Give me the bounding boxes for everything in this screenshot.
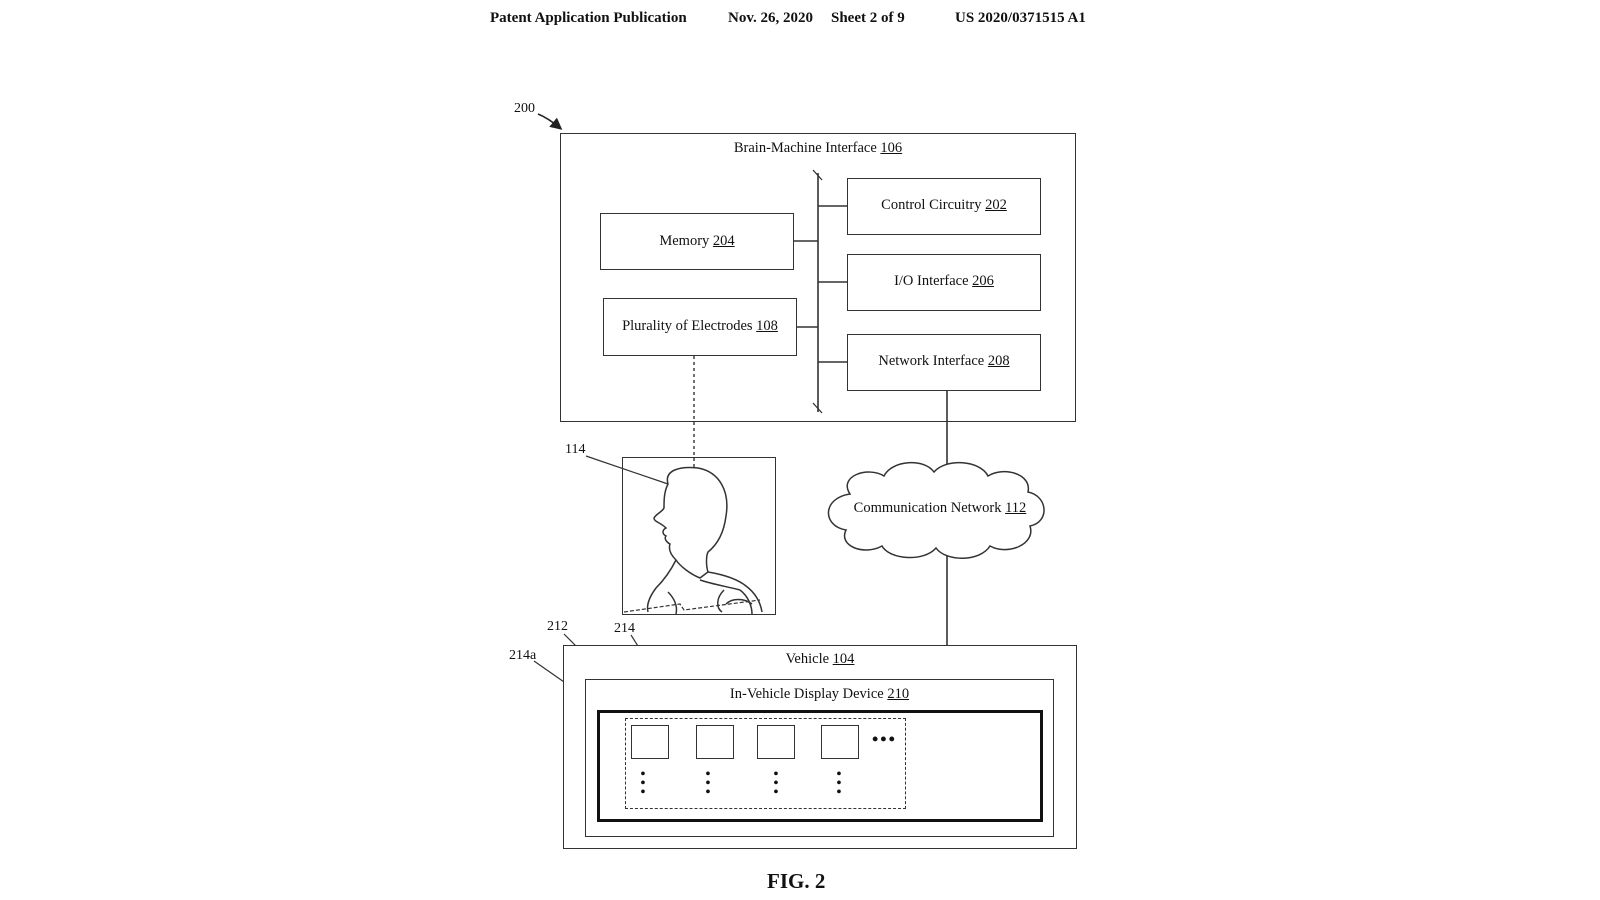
electrodes-box xyxy=(603,298,797,356)
vertical-ellipsis-1: ••• xyxy=(640,767,646,800)
memory-box xyxy=(600,213,794,270)
vehicle-label: Vehicle 104 xyxy=(785,651,855,667)
bmi-title: Brain-Machine Interface 106 xyxy=(733,140,903,156)
icon-grid-region xyxy=(625,718,906,809)
user-picture-frame xyxy=(622,457,776,615)
display-icon-3[interactable] xyxy=(757,725,795,759)
vertical-ellipsis-2: ••• xyxy=(705,767,711,800)
display-icon-2[interactable] xyxy=(696,725,734,759)
header-patent-number: US 2020/0371515 A1 xyxy=(955,10,1086,26)
header-publication: Patent Application Publication xyxy=(490,10,687,26)
user-seat-line xyxy=(623,599,761,613)
ref-214a: 214a xyxy=(509,648,537,663)
header-sheet: Sheet 2 of 9 xyxy=(831,10,905,26)
memory-label: Memory 204 xyxy=(659,233,735,249)
display-icon-4[interactable] xyxy=(821,725,859,759)
communication-network-label: Communication Network 112 xyxy=(853,500,1027,516)
vertical-ellipsis-3: ••• xyxy=(773,767,779,800)
network-interface-label: Network Interface 208 xyxy=(878,353,1010,369)
display-device-label: In-Vehicle Display Device 210 xyxy=(729,686,910,702)
more-icons-ellipsis: ••• xyxy=(872,729,897,749)
io-interface-label: I/O Interface 206 xyxy=(894,273,994,289)
ref-214: 214 xyxy=(614,621,635,636)
ref-212: 212 xyxy=(547,619,568,634)
io-interface-box xyxy=(847,254,1041,311)
user-head-icon xyxy=(646,466,763,615)
display-icon-214a[interactable] xyxy=(631,725,669,759)
control-circuitry-box xyxy=(847,178,1041,235)
ref-114: 114 xyxy=(565,442,586,457)
vertical-ellipsis-4: ••• xyxy=(836,767,842,800)
control-circuitry-label: Control Circuitry 202 xyxy=(881,197,1007,213)
header-date: Nov. 26, 2020 xyxy=(728,10,814,26)
ref-200: 200 xyxy=(514,101,535,116)
bmi-box xyxy=(560,133,1076,422)
ref-200-arrow xyxy=(537,113,563,130)
ref-114-leader xyxy=(585,455,669,485)
electrodes-label: Plurality of Electrodes 108 xyxy=(622,318,778,334)
communication-network-cloud xyxy=(827,461,1045,559)
figure-caption: FIG. 2 xyxy=(767,869,826,893)
network-interface-box xyxy=(847,334,1041,391)
display-screen xyxy=(597,710,1043,822)
